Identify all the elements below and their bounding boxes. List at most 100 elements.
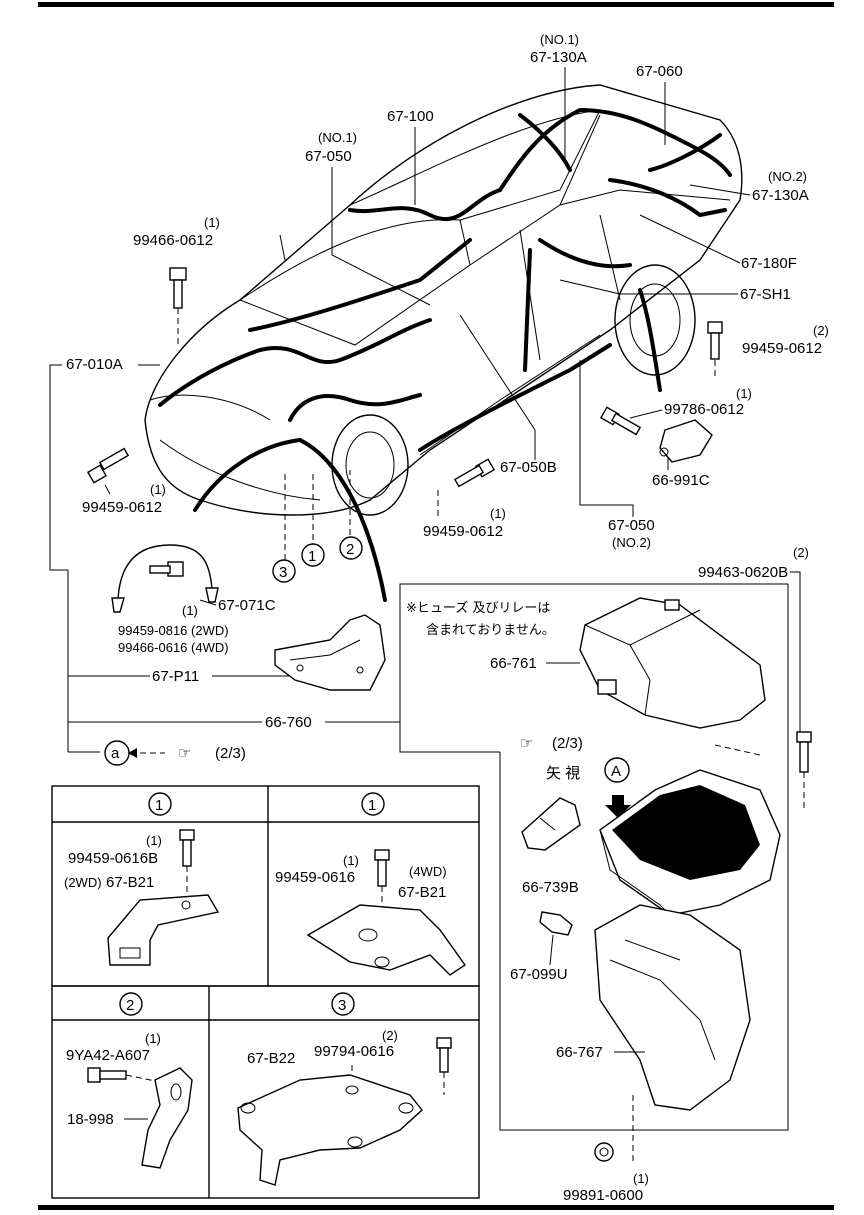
label-99459-0612-m: 99459-0612	[423, 523, 503, 540]
note-line-1: ※ヒューズ 及びリレーは	[406, 600, 550, 616]
ground-cable-67-071c	[111, 544, 219, 613]
tray-66-767	[594, 904, 751, 1111]
detail-2: 2 (1) 9YA42-A607 18-998	[66, 992, 193, 1169]
label-67-071c: 67-071C	[218, 597, 276, 614]
detail-1b-variant: (4WD)	[409, 864, 447, 879]
detail-1a: 1 (1) 99459-0616B (2WD) 67-B21	[64, 792, 220, 966]
ref-a-label: a	[111, 745, 120, 762]
bracket-18-998	[141, 1067, 193, 1169]
detail-2-bolt: 9YA42-A607	[66, 1047, 150, 1064]
note-line-2: 含まれておりません。	[426, 622, 555, 638]
label-99459-0816-qty: (1)	[182, 603, 198, 618]
label-99459-0612-l: 99459-0612	[82, 499, 162, 516]
bolt-99459-0612-mid	[437, 458, 496, 520]
label-67-130a-no1-qty: (NO.1)	[540, 32, 579, 47]
label-99459-0612-r: 99459-0612	[742, 340, 822, 357]
detail-3: 3 67-B22 (2) 99794-0616	[237, 992, 452, 1186]
ref-a-page: (2/3)	[215, 745, 246, 762]
detail-3-bracket: 67-B22	[247, 1050, 295, 1067]
label-66-761: 66-761	[490, 655, 537, 672]
label-99459-0612-r-qty: (2)	[813, 323, 829, 338]
top-callouts: (NO.1) 67-130A 67-060 67-100 (NO.1) 67-0…	[49, 32, 829, 753]
label-66-767: 66-767	[556, 1044, 603, 1061]
clip-67-099u	[539, 911, 573, 936]
label-67-050b: 67-050B	[500, 459, 557, 476]
detail-2-bolt-qty: (1)	[145, 1031, 161, 1046]
label-99463-0620b: 99463-0620B	[698, 564, 788, 581]
detail-2-bracket: 18-998	[67, 1111, 114, 1128]
label-67-050-no2-qty: (NO.2)	[612, 535, 651, 550]
callout-circle-3	[272, 559, 296, 583]
label-66-760: 66-760	[265, 714, 312, 731]
label-67-010a: 67-010A	[66, 356, 123, 373]
label-66-739b: 66-739B	[522, 879, 579, 896]
detail-3-bolt-qty: (2)	[382, 1028, 398, 1043]
label-99891-0600-qty: (1)	[633, 1171, 649, 1186]
label-67-p11: 67-P11	[152, 668, 199, 685]
label-67-050-no1: 67-050	[305, 148, 352, 165]
relay-66-739b	[521, 797, 581, 851]
cover-66-761	[579, 597, 766, 729]
detail-1a-bolt: 99459-0616B	[68, 850, 158, 867]
view-label: 矢 視	[546, 765, 580, 782]
callout-circle-1	[301, 543, 325, 567]
label-67-060: 67-060	[636, 63, 683, 80]
label-99459-0816: 99459-0816 (2WD)	[118, 623, 229, 638]
detail-1b-bolt-qty: (1)	[343, 853, 359, 868]
callout-circle-2-label: 2	[346, 541, 354, 558]
callout-circles: 1 2 3	[272, 470, 363, 583]
view-letter: A	[611, 763, 621, 780]
label-99466-0612-qty: (1)	[204, 215, 220, 230]
detail-2-header: 2	[126, 997, 134, 1014]
ref-hand-icon-2: ☞	[520, 735, 533, 752]
detail-1b: 1 (1) 99459-0616 (4WD) 67-B21	[275, 792, 466, 976]
bottom-rule	[38, 1205, 834, 1210]
label-99459-0612-m-qty: (1)	[490, 506, 506, 521]
callout-circle-1-label: 1	[308, 548, 316, 565]
detail-3-header: 3	[338, 997, 346, 1014]
bracket-67-b21-2wd	[107, 894, 220, 966]
callout-circle-3-label: 3	[279, 564, 287, 581]
top-rule	[38, 2, 834, 7]
bracket-67-b21-4wd	[306, 904, 466, 976]
detail-1b-bolt: 99459-0616	[275, 869, 355, 886]
detail-1a-bolt-qty: (1)	[146, 833, 162, 848]
detail-1a-bracket: 67-B21	[106, 874, 154, 891]
label-99891-0600: 99891-0600	[563, 1187, 643, 1204]
fuse-box-panel: ※ヒューズ 及びリレーは 含まれておりません。 66-761 ☞ (2/3) 矢…	[399, 583, 812, 1204]
ref-a: a ☞ (2/3)	[104, 740, 246, 766]
label-99466-0612: 99466-0612	[133, 232, 213, 249]
label-99786-0612: 99786-0612	[664, 401, 744, 418]
label-67-050-no2: 67-050	[608, 517, 655, 534]
part-66-991c	[659, 419, 713, 463]
detail-grid	[51, 785, 480, 1199]
label-99463-0620b-qty: (2)	[793, 545, 809, 560]
detail-1a-header: 1	[155, 797, 163, 814]
label-67-130a-no2-qty: (NO.2)	[768, 169, 807, 184]
label-67-130a-no2: 67-130A	[752, 187, 809, 204]
view-letter-circle	[604, 757, 630, 783]
wire-harness	[158, 108, 732, 602]
detail-3-bolt: 99794-0616	[314, 1043, 394, 1060]
bolt-99786-0612	[599, 406, 642, 436]
bolt-99466-0612	[169, 267, 187, 345]
label-99459-0612-l-qty: (1)	[150, 482, 166, 497]
car-body-outline	[144, 84, 743, 516]
bracket-67-b22	[237, 1074, 423, 1186]
label-66-991c: 66-991C	[652, 472, 710, 489]
fuse-ref-page: (2/3)	[552, 735, 583, 752]
label-67-180f: 67-180F	[741, 255, 797, 272]
detail-1b-bracket: 67-B21	[398, 884, 446, 901]
detail-1b-header: 1	[368, 797, 376, 814]
bracket-67-p11	[274, 614, 386, 691]
label-67-sh1: 67-SH1	[740, 286, 791, 303]
bolt-99459-0612-left	[86, 447, 130, 484]
label-99786-0612-qty: (1)	[736, 386, 752, 401]
callout-circle-2	[339, 536, 363, 560]
label-67-099u: 67-099U	[510, 966, 568, 983]
label-67-100: 67-100	[387, 108, 434, 125]
label-67-130a-no1: 67-130A	[530, 49, 587, 66]
detail-1a-variant: (2WD)	[64, 875, 102, 890]
label-99466-0616: 99466-0616 (4WD)	[118, 640, 229, 655]
